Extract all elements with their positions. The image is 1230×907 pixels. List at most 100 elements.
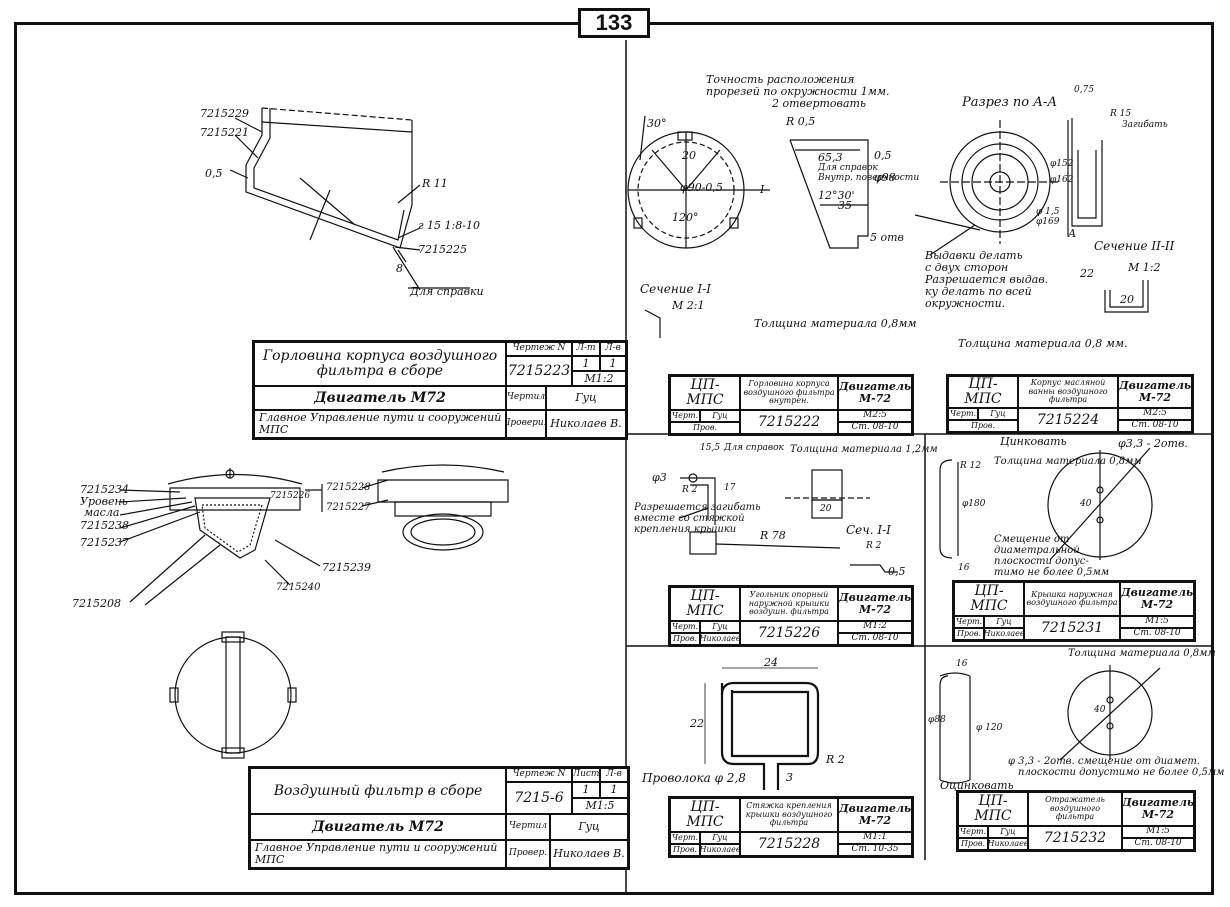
oil-bath-housing-drawing	[914, 118, 1149, 313]
dim-label: φ3,3 - 2отв.	[1118, 437, 1188, 450]
org: ЦП-МПС	[948, 376, 1018, 408]
dim-label: 24	[764, 656, 778, 669]
ref-7215228: 7215228	[326, 482, 371, 493]
checked-label: Провер.	[506, 840, 550, 868]
dim-label: 0,75	[1074, 85, 1095, 95]
note-label: диаметральной	[994, 545, 1080, 556]
part-name: Воздушный фильтр в сборе	[250, 768, 506, 814]
checked-label: Пров.	[670, 422, 740, 434]
note-label: с двух сторон	[925, 261, 1009, 274]
organization: Главное Управление пути и сооружений МПС	[254, 410, 506, 438]
drawn-by: Гуц	[988, 826, 1028, 838]
section-mark: А	[1068, 227, 1077, 240]
oil-level-label: масла	[84, 506, 120, 519]
note-label: крепления крышки	[634, 524, 737, 535]
engine-model: Двигатель М-72	[838, 587, 912, 621]
checked-label: Пров.	[948, 420, 1018, 432]
note-label: Для справок	[818, 163, 878, 173]
outer-cover-drawing	[939, 447, 1153, 561]
note-label: плоскости допус-	[994, 556, 1089, 567]
part-name: Корпус масляной ванны воздушного фильтра	[1018, 376, 1118, 408]
inner-neck-drawing	[627, 115, 869, 338]
section-mark: I	[760, 183, 765, 196]
note-label: Оцинковать	[940, 779, 1014, 792]
note-label: прорезей по окружности 1мм.	[706, 85, 890, 98]
scale: М1:5	[572, 798, 628, 814]
drawn-label: Черт.	[670, 621, 700, 633]
dim-label: φ169	[1036, 217, 1060, 227]
thickness-note: Толщина материала 0,8мм	[994, 456, 1142, 467]
drawn-by: Гуц	[700, 621, 740, 633]
thickness-note: Толщина материала 0,8 мм.	[958, 337, 1128, 350]
scale: М1:2	[838, 621, 912, 633]
sheet-number: 1	[572, 356, 600, 371]
note-label: Разрешается загибать	[634, 502, 761, 513]
checked-by: Николаев В.	[550, 840, 628, 868]
scale: М1:5	[1120, 616, 1194, 628]
note-label: тимо не более 0,5мм	[994, 567, 1110, 578]
scale-label: М 1:2	[1128, 261, 1161, 274]
dim-label: 40	[1094, 705, 1106, 715]
ref-7215227: 7215227	[326, 502, 371, 513]
dim-label: 3	[786, 771, 793, 784]
note-label: Для справки	[410, 285, 484, 298]
drawing-number: 7215-6	[506, 782, 572, 814]
dim-label: 20	[682, 149, 696, 162]
material: Ст. 08-10	[838, 422, 912, 434]
note-label: Цинковать	[1000, 435, 1067, 448]
drawing-number: 7215224	[1018, 408, 1118, 432]
ref-7215234: 7215234	[80, 483, 129, 496]
dim-label: 20	[820, 504, 832, 514]
ref-7215240: 7215240	[276, 582, 321, 593]
checked-by: Николаев	[700, 633, 740, 645]
engine-model: Двигатель М-72	[838, 376, 912, 410]
dim-label: 22	[1080, 267, 1094, 280]
note-label: 2 отвертовать	[772, 97, 866, 110]
drawing-number: 7215231	[1024, 616, 1120, 640]
drawn-by: Гуц	[546, 386, 626, 410]
dim-label: φ 1,5	[1036, 207, 1060, 217]
drawing-number: 7215222	[740, 410, 838, 434]
part-name: Горловина корпуса воздушного фильтра в с…	[254, 342, 506, 386]
drawn-by: Гуц	[550, 814, 628, 840]
checked-by: Николаев	[700, 844, 740, 856]
title-block-7215226: ЦП-МПС Угольник опорный наружной крышки …	[668, 585, 914, 647]
drawing-no-label: Чертеж N	[506, 342, 572, 356]
dim-label: 5 отв	[870, 231, 904, 244]
part-name: Стяжка крепления крышки воздушного фильт…	[740, 798, 838, 832]
thickness-note: Толщина материала 0,8мм	[754, 317, 917, 330]
sheets-count: 1	[600, 356, 626, 371]
dim-label: 16	[956, 659, 968, 669]
ref-7215221: 7215221	[200, 126, 249, 139]
dim-label: φ162	[1050, 175, 1074, 185]
note-label: вместе со стяжкой	[634, 513, 745, 524]
scale: М1:5	[1122, 826, 1194, 838]
dim-label: φ98	[874, 171, 896, 184]
dim-label: 22	[690, 717, 704, 730]
dim-label: 20	[1120, 293, 1134, 306]
engine-model: Двигатель М-72	[838, 798, 912, 832]
note-label: Смещение от	[994, 534, 1070, 545]
section-title: Сеч. I-I	[846, 523, 891, 537]
drawn-label: Черт.	[670, 410, 700, 422]
reflector-drawing	[939, 665, 1161, 784]
part-name: Отражатель воздушного фильтра	[1028, 792, 1122, 826]
thickness-note: Толщина материала 0,8мм	[1068, 648, 1216, 659]
ref-7215226: 7215226	[270, 491, 311, 501]
dim-label: R 78	[760, 529, 786, 542]
dim-label: φ180	[962, 499, 986, 509]
ref-7215237: 7215237	[80, 536, 129, 549]
sheets-label: Л-в	[600, 768, 628, 782]
dim-label: 17	[724, 483, 736, 493]
scale: М1:2	[572, 371, 626, 386]
scale: М2:5	[1118, 408, 1192, 420]
sheet-label: Лист	[572, 768, 600, 782]
drawn-label: Черт.	[958, 826, 988, 838]
title-block-7215224: ЦП-МПС Корпус масляной ванны воздушного …	[946, 374, 1194, 434]
material-note: Проволока φ 2,8	[642, 771, 746, 785]
engine-model: Двигатель М72	[254, 386, 506, 410]
org: ЦП-МПС	[670, 376, 740, 410]
drawing-number: 7215228	[740, 832, 838, 856]
dim-label: 30°	[647, 117, 667, 130]
